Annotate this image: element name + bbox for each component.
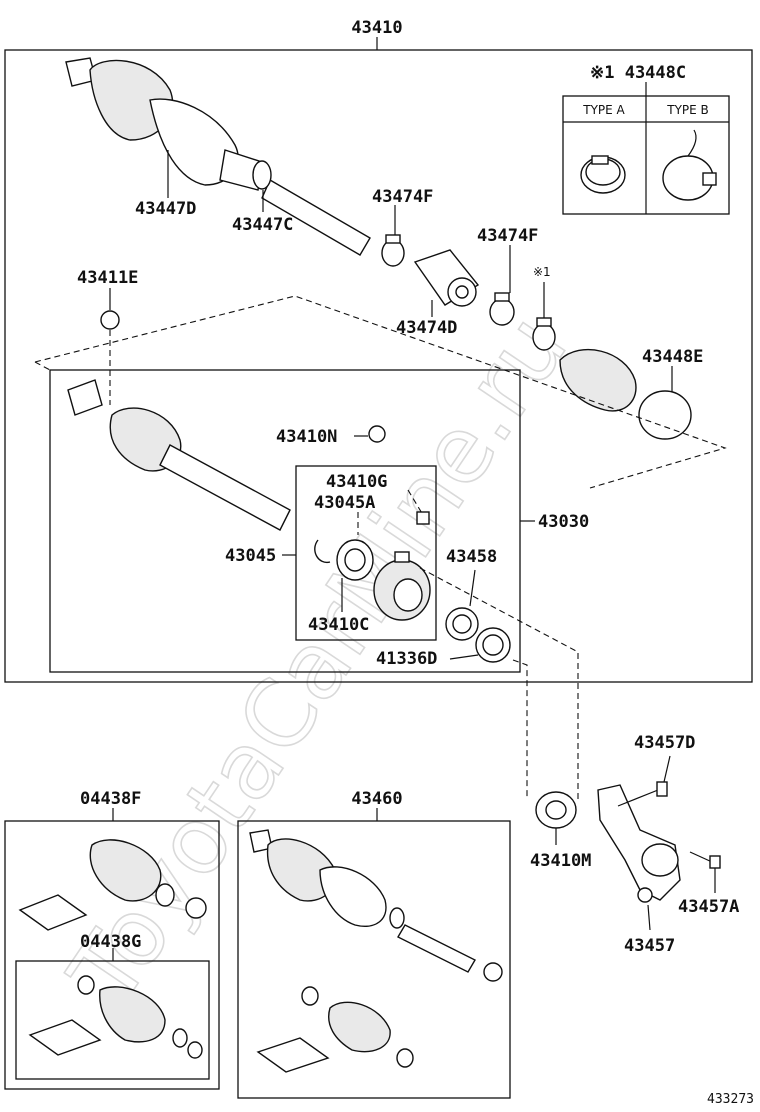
clamp-type-a-icon [580,155,626,194]
label-43410G[interactable]: 43410G [326,472,387,492]
bearing-43045a-icon [314,539,374,581]
drive-shaft-outer-assembly [65,57,371,256]
label-43030[interactable]: 43030 [538,512,589,532]
bearing-bracket-43457-icon [597,784,681,903]
label-43410M[interactable]: 43410M [530,851,591,871]
bearing-kit-box-43045 [295,465,437,641]
label-43410C[interactable]: 43410C [308,615,369,635]
pin-43410g-icon [416,511,430,525]
label-note1: ※1 [533,265,551,279]
snap-ring-43411e-icon [100,310,120,330]
damper-43474d-icon [413,249,480,307]
label-43457A[interactable]: 43457A [678,897,739,917]
drive-shaft-box-43460 [237,820,511,1099]
label-43045[interactable]: 43045 [225,546,276,566]
label-43458[interactable]: 43458 [446,547,497,567]
inboard-joint-shaft-icon [67,379,291,531]
label-43448E[interactable]: 43448E [642,347,703,367]
label-41336D[interactable]: 41336D [376,649,437,669]
label-43460[interactable]: 43460 [351,789,402,809]
label-43457[interactable]: 43457 [624,936,675,956]
label-43411E[interactable]: 43411E [77,268,138,288]
bolt-43457d-icon [617,781,668,807]
inner-boot-kit-icon [28,975,203,1059]
inner-boot-43448e-icon [559,348,692,440]
bearing-housing-icon [373,551,431,621]
clamp-type-b-icon [662,129,717,201]
label-type-a: TYPE A [582,103,625,117]
watermark-text: ToyotaCarMine.ru [49,296,588,1023]
bolt-43457a-icon [689,851,721,869]
label-type-b: TYPE B [666,103,709,117]
label-43410N[interactable]: 43410N [276,427,337,447]
label-43045A[interactable]: 43045A [314,493,375,513]
label-43410[interactable]: 43410 [351,18,402,38]
boot-clamp-43447c-icon [252,160,272,190]
assembly-frame-43410 [4,49,753,683]
clamp-43474f-upper-icon [381,234,405,267]
snap-ring-43410n-icon [368,425,386,443]
label-43447D[interactable]: 43447D [135,199,196,219]
label-43474D[interactable]: 43474D [396,318,457,338]
label-43474F-a[interactable]: 43474F [372,187,433,207]
diagram-code: 433273 [707,1092,754,1107]
drive-shaft-43460-icon [249,829,503,1073]
label-43474F-b[interactable]: 43474F [477,226,538,246]
dashed-guide-outline [34,295,727,489]
outer-boot-kit-icon [18,839,207,931]
label-43448C[interactable]: ※1 43448C [590,63,686,83]
label-43457D[interactable]: 43457D [634,733,695,753]
label-04438F[interactable]: 04438F [80,789,141,809]
boot-kit-box-04438f [4,820,220,1090]
label-04438G[interactable]: 04438G [80,932,141,952]
label-43447C[interactable]: 43447C [232,215,293,235]
clamp-43474f-lower-icon [489,292,515,326]
